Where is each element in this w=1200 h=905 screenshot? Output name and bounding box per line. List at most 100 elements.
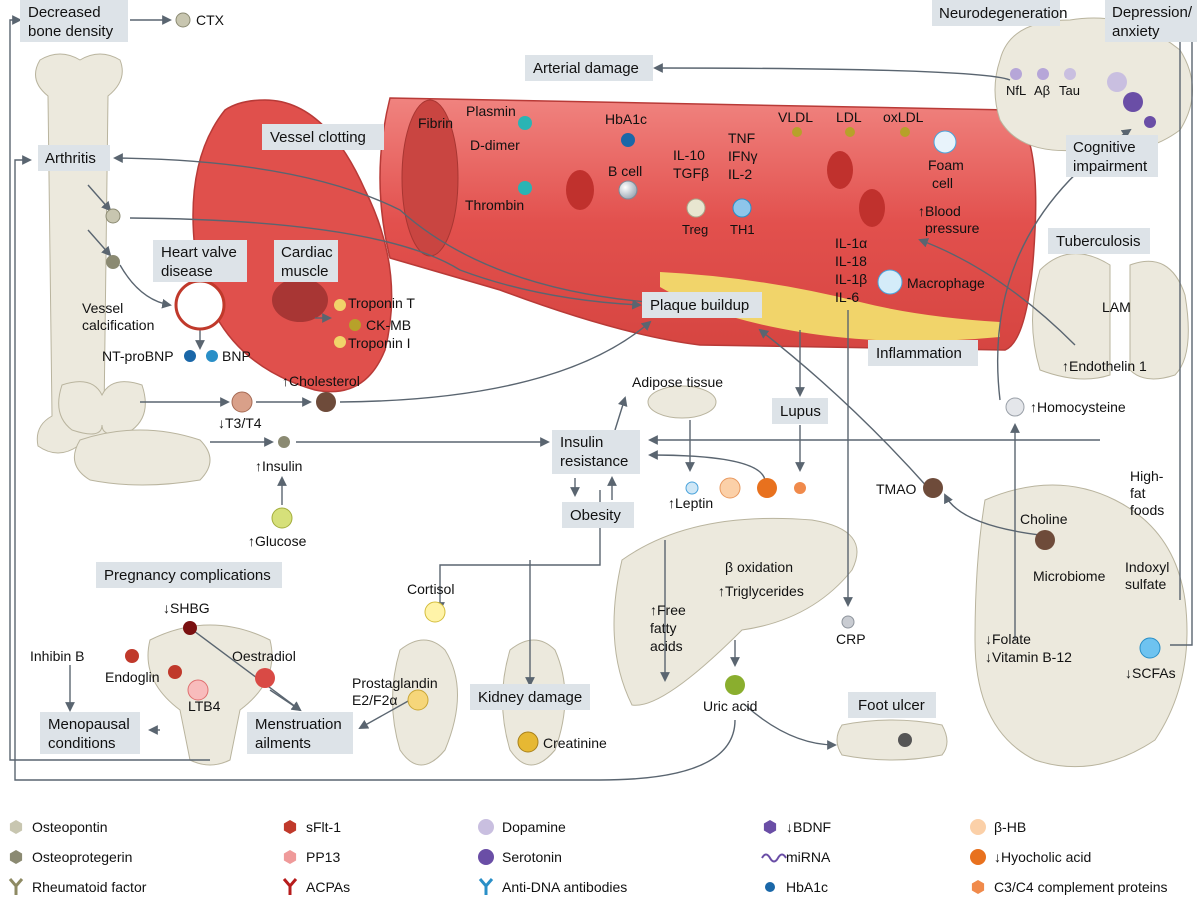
label-scfas: ↓SCFAs (1125, 665, 1176, 681)
svg-text:Kidney damage: Kidney damage (478, 689, 582, 706)
legend-symbol (282, 878, 298, 895)
label-ctx: CTX (196, 12, 225, 28)
box-decreased-bone-density: Decreased bone density (20, 0, 128, 42)
label-oxldl: oxLDL (883, 109, 924, 125)
label-troponin-i: Troponin I (348, 335, 411, 351)
lungs-illustration (1032, 253, 1189, 380)
label-plasmin: Plasmin (466, 103, 516, 119)
svg-text:anxiety: anxiety (1112, 23, 1160, 40)
molecule-markers (105, 12, 1161, 753)
label-high-fat-foods-3: foods (1130, 502, 1164, 518)
label-thrombin: Thrombin (465, 197, 524, 213)
legend-label: Anti-DNA antibodies (502, 879, 627, 895)
label-leptin: ↑Leptin (668, 495, 713, 511)
svg-text:Decreased: Decreased (28, 4, 101, 21)
gut-illustration (974, 484, 1188, 768)
label-crp: CRP (836, 631, 866, 647)
box-menopausal-conditions: Menopausal conditions (40, 712, 140, 754)
label-free-fatty-acids-1: ↑Free (650, 602, 686, 618)
label-shbg: ↓SHBG (163, 600, 210, 616)
plain-labels: CTX Fibrin Plasmin D-dimer HbA1c Thrombi… (30, 12, 1176, 751)
box-neurodegeneration: Neurodegeneration (932, 0, 1067, 26)
legend-item: ACPAs (282, 878, 350, 895)
svg-text:Obesity: Obesity (570, 507, 621, 524)
legend-item: Serotonin (478, 849, 562, 865)
svg-text:Menopausal: Menopausal (48, 716, 130, 733)
box-pregnancy-complications: Pregnancy complications (96, 562, 282, 588)
svg-text:Plaque buildup: Plaque buildup (650, 297, 749, 314)
label-th1: TH1 (730, 222, 755, 237)
legend-label: Osteopontin (32, 819, 108, 835)
legend-label: sFlt-1 (306, 819, 341, 835)
label-bnp: BNP (222, 348, 251, 364)
box-insulin-resistance: Insulin resistance (552, 430, 640, 474)
legend-label: C3/C4 complement proteins (994, 879, 1168, 895)
label-b-cell: B cell (608, 163, 642, 179)
label-abeta: Aβ (1034, 83, 1050, 98)
legend-item: ↓BDNF (763, 819, 831, 835)
legend-item: PP13 (283, 849, 340, 865)
box-depression-anxiety: Depression/ anxiety (1105, 0, 1197, 42)
legend-label: ↓BDNF (786, 819, 831, 835)
label-il18: IL-18 (835, 253, 867, 269)
legend-symbol (761, 853, 787, 863)
label-il1b: IL-1β (835, 271, 867, 287)
label-macrophage: Macrophage (907, 275, 985, 291)
label-tmao: TMAO (876, 481, 917, 497)
legend-label: ↓Hyocholic acid (994, 849, 1091, 865)
label-hba1c-vessel: HbA1c (605, 111, 647, 127)
legend-label: Rheumatoid factor (32, 879, 147, 895)
label-tau: Tau (1059, 83, 1080, 98)
legend-label: HbA1c (786, 879, 828, 895)
label-blood-pressure-2: pressure (925, 220, 980, 236)
brain-illustration (994, 17, 1193, 153)
legend-item: ↓Hyocholic acid (970, 849, 1091, 865)
svg-text:Tuberculosis: Tuberculosis (1056, 233, 1140, 250)
label-foam-cell-1: Foam (928, 157, 964, 173)
svg-text:Arterial damage: Arterial damage (533, 60, 639, 77)
legend-label: Dopamine (502, 819, 566, 835)
legend-symbol (9, 820, 23, 834)
legend-item: Dopamine (478, 819, 566, 835)
label-prostaglandin-1: Prostaglandin (352, 675, 438, 691)
label-treg: Treg (682, 222, 708, 237)
label-triglycerides: ↑Triglycerides (718, 583, 804, 599)
label-homocysteine: ↑Homocysteine (1030, 399, 1126, 415)
label-il10: IL-10 (673, 147, 705, 163)
legend-item: Anti-DNA antibodies (478, 878, 627, 895)
label-lam: LAM (1102, 299, 1131, 315)
label-cortisol: Cortisol (407, 581, 454, 597)
label-fibrin: Fibrin (418, 115, 453, 131)
legend-symbol (283, 850, 297, 864)
svg-text:Depression/: Depression/ (1112, 4, 1193, 21)
legend-item: sFlt-1 (283, 819, 341, 835)
legend-symbol (283, 820, 297, 834)
legend-symbol (971, 880, 985, 894)
label-adipose-tissue: Adipose tissue (632, 374, 723, 390)
label-nfl: NfL (1006, 83, 1026, 98)
legend-symbol (478, 849, 494, 865)
legend-symbol (478, 819, 494, 835)
svg-text:resistance: resistance (560, 453, 628, 470)
label-beta-oxidation: β oxidation (725, 559, 793, 575)
label-uric-acid: Uric acid (703, 698, 757, 714)
svg-text:Neurodegeneration: Neurodegeneration (939, 5, 1067, 22)
label-prostaglandin-2: E2/F2α (352, 692, 397, 708)
label-choline: Choline (1020, 511, 1068, 527)
box-arthritis: Arthritis (38, 145, 110, 171)
legend-item: Osteopontin (9, 819, 108, 835)
svg-text:Heart valve: Heart valve (161, 244, 237, 261)
legend-symbol (970, 849, 986, 865)
svg-text:Arthritis: Arthritis (45, 150, 96, 167)
label-t3t4: ↓T3/T4 (218, 415, 262, 431)
box-lupus: Lupus (772, 398, 828, 424)
label-vitamin-b12: ↓Vitamin B-12 (985, 649, 1072, 665)
legend-symbol (8, 878, 24, 895)
svg-text:Insulin: Insulin (560, 434, 603, 451)
label-tnf: TNF (728, 130, 755, 146)
label-vldl: VLDL (778, 109, 813, 125)
arrows (9, 15, 1197, 781)
label-folate: ↓Folate (985, 631, 1031, 647)
svg-text:Cardiac: Cardiac (281, 244, 333, 261)
